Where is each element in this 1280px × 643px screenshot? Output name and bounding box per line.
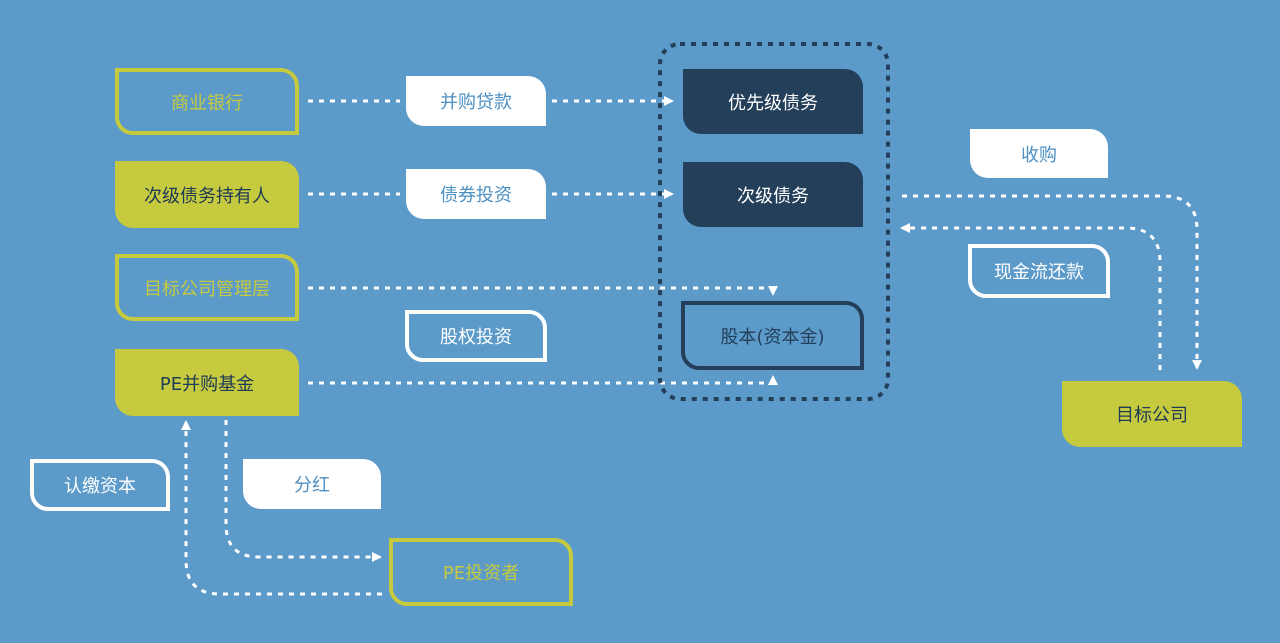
pe-investors-box: PE投资者	[389, 538, 573, 606]
acquisition-loan-label: 并购贷款	[440, 92, 512, 113]
arrow-management-to-equity	[308, 286, 778, 296]
subscribe-capital-label-box: 认缴资本	[30, 459, 170, 511]
subordinated-holders-box: 次级债务持有人	[115, 161, 299, 228]
senior-debt-label: 优先级债务	[728, 92, 818, 114]
acquire-label: 收购	[1021, 144, 1057, 166]
dividend-label-box: 分红	[243, 459, 381, 509]
subordinated-debt-label: 次级债务	[737, 185, 809, 207]
arrow-dividend-to-investors	[224, 420, 382, 562]
target-company-box: 目标公司	[1062, 381, 1242, 447]
bond-investment-label: 债券投资	[440, 185, 512, 206]
target-management-box: 目标公司管理层	[115, 254, 299, 321]
arrow-repayment-to-debt	[900, 223, 1162, 370]
arrow-acquire-to-target	[902, 194, 1202, 370]
equity-investment-label: 股权投资	[440, 327, 512, 348]
equity-capital-label: 股本(资本金)	[720, 326, 825, 348]
subordinated-debt-box: 次级债务	[683, 162, 863, 227]
senior-debt-box: 优先级债务	[683, 69, 863, 134]
pe-fund-label: PE并购基金	[159, 373, 255, 395]
target-company-label: 目标公司	[1116, 405, 1188, 426]
arrow-pe-fund-to-equity	[308, 375, 778, 385]
pe-fund-box: PE并购基金	[115, 349, 299, 416]
acquisition-loan-label-box: 并购贷款	[406, 76, 546, 126]
pe-investors-label: PE投资者	[442, 563, 520, 584]
subordinated-holders-label: 次级债务持有人	[144, 185, 270, 207]
subscribe-capital-label: 认缴资本	[64, 476, 136, 497]
target-management-label: 目标公司管理层	[144, 278, 270, 300]
commercial-bank-label: 商业银行	[171, 92, 243, 114]
cashflow-repayment-label: 现金流还款	[994, 262, 1084, 283]
arrow-capital-to-pe-fund	[181, 420, 382, 596]
bond-investment-label-box: 债券投资	[406, 169, 546, 219]
dividend-label: 分红	[294, 475, 330, 496]
equity-capital-box: 股本(资本金)	[681, 301, 864, 370]
equity-investment-label-box: 股权投资	[405, 310, 547, 362]
capital-structure-boundary	[658, 42, 890, 401]
commercial-bank-box: 商业银行	[115, 68, 299, 135]
cashflow-repayment-label-box: 现金流还款	[968, 244, 1110, 298]
acquire-label-box: 收购	[970, 129, 1108, 178]
